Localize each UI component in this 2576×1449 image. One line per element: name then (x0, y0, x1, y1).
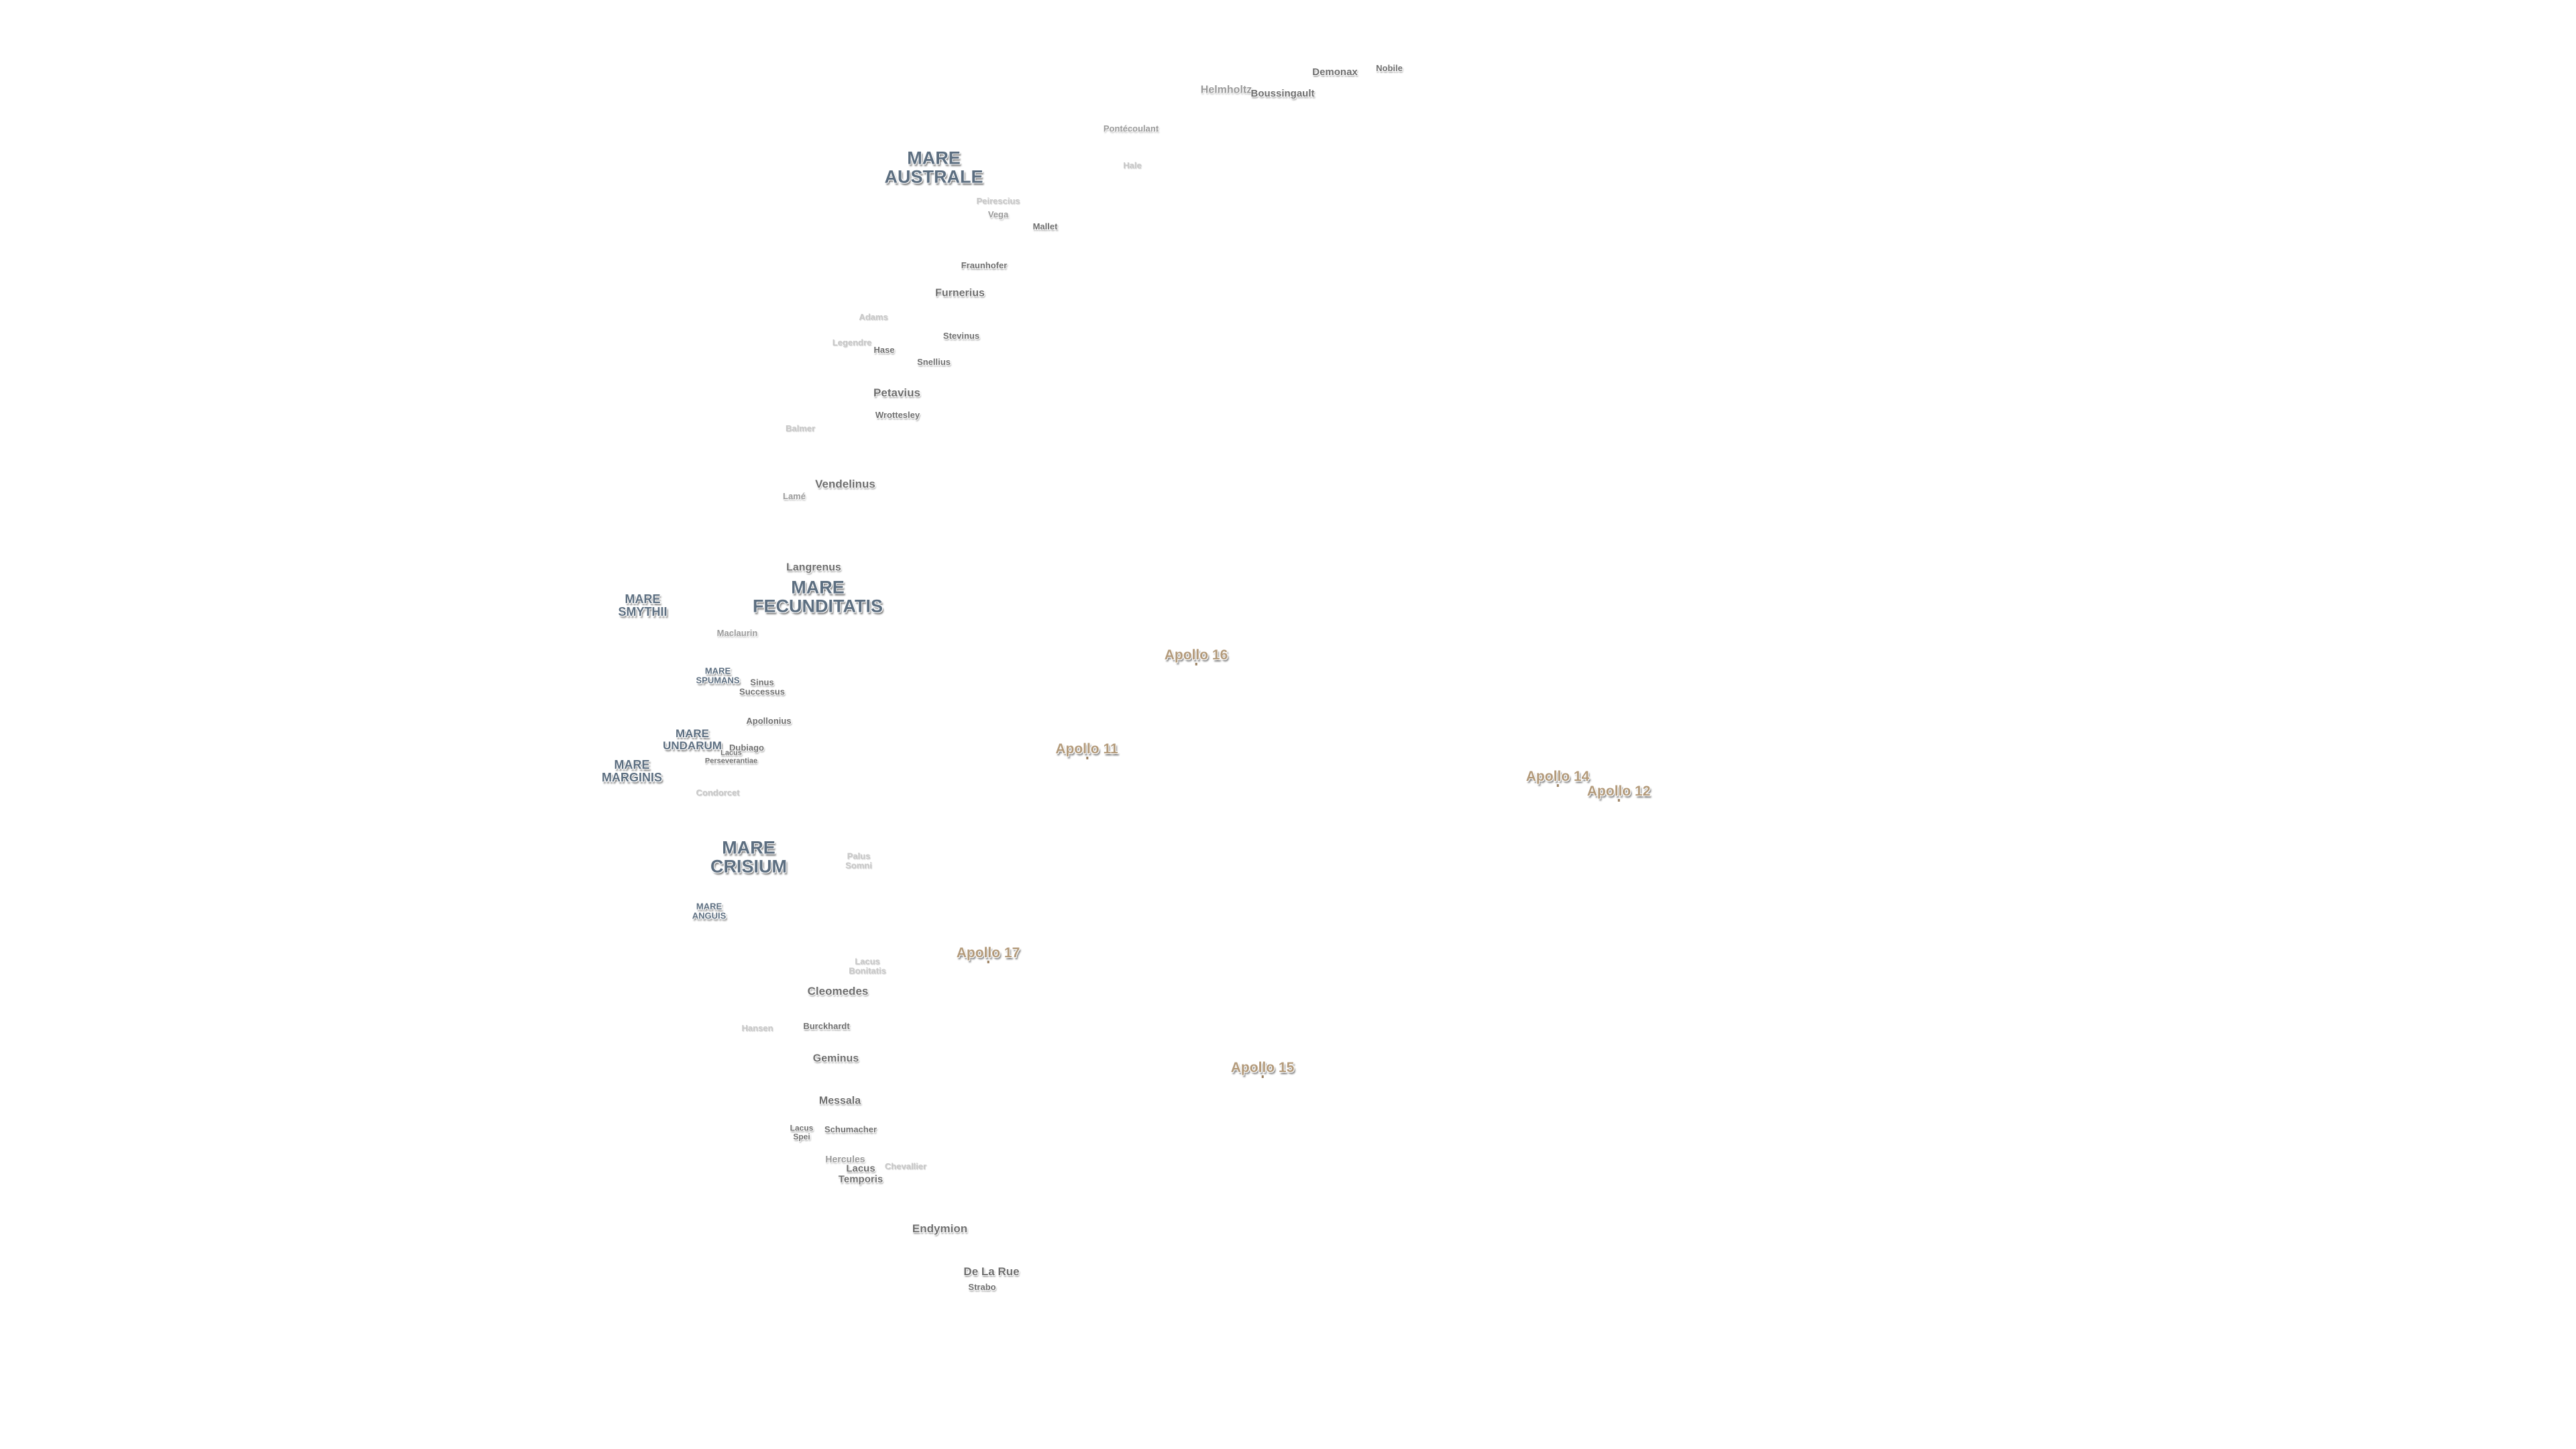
label-schumacher: Schumacher (824, 1124, 877, 1135)
label-palus-somni: Palus Somni (845, 851, 872, 870)
label-petavius: Petavius (873, 386, 920, 400)
label-lacus-spei: Lacus Spei (790, 1123, 814, 1141)
label-lacus-bonitatis: Lacus Bonitatis (849, 956, 886, 975)
label-mare-crisium: MARE CRISIUM (710, 837, 787, 877)
label-dubiago: Dubiago (729, 743, 764, 753)
label-snellius: Snellius (917, 357, 951, 368)
label-langrenus: Langrenus (786, 561, 841, 574)
label-apollo-17[interactable]: Apollo 17 (956, 945, 1020, 964)
label-chevallier: Chevallier (884, 1161, 927, 1172)
label-strabo: Strabo (968, 1282, 996, 1293)
label-apollo-11[interactable]: Apollo 11 (1055, 741, 1118, 760)
label-mare-smythii: MARE SMYTHII (618, 592, 667, 619)
label-peirescius: Peirescius (976, 196, 1020, 207)
label-mare-undarum: MARE UNDARUM (663, 727, 722, 752)
label-apollo-16[interactable]: Apollo 16 (1164, 647, 1228, 666)
label-apollo-14[interactable]: Apollo 14 (1525, 768, 1590, 788)
label-lame: Lamé (783, 491, 806, 502)
label-lacus-temporis: Lacus Temporis (838, 1163, 883, 1185)
label-stevinus: Stevinus (943, 331, 980, 341)
label-messala: Messala (818, 1095, 861, 1107)
label-hase: Hase (873, 345, 895, 356)
label-mare-fecunditatis: MARE FECUNDITATIS (753, 577, 883, 616)
label-wrottesley: Wrottesley (875, 410, 920, 421)
label-condorcet: Condorcet (696, 788, 740, 798)
label-lacus-perseverantiae: Lacus Perseverantiae (704, 749, 758, 765)
label-furnerius: Furnerius (935, 287, 985, 299)
label-helmholtz: Helmholtz (1200, 84, 1252, 96)
label-hale: Hale (1123, 160, 1142, 171)
label-nobile: Nobile (1376, 63, 1403, 74)
label-mare-marginis: MARE MARGINIS (602, 758, 662, 784)
label-geminus: Geminus (812, 1053, 859, 1065)
label-boussingault: Boussingault (1250, 88, 1315, 100)
label-hansen: Hansen (741, 1023, 773, 1034)
label-balmer: Balmer (785, 423, 816, 434)
label-vega: Vega (987, 209, 1009, 220)
label-demonax: Demonax (1312, 66, 1358, 78)
label-mare-australe: MARE AUSTRALE (884, 148, 983, 187)
label-burckhardt: Burckhardt (803, 1021, 850, 1032)
label-mallet: Mallet (1032, 221, 1058, 232)
label-sinus-successus: Sinus Successus (739, 677, 785, 696)
label-maclaurin: Maclaurin (716, 628, 758, 639)
label-vendelinus: Vendelinus (815, 478, 875, 491)
label-adams: Adams (859, 312, 888, 323)
label-apollo-15[interactable]: Apollo 15 (1230, 1059, 1295, 1079)
label-apollo-12[interactable]: Apollo 12 (1587, 783, 1651, 802)
label-mare-anguis: MARE ANGUIS (692, 901, 727, 920)
label-mare-spumans: MARE SPUMANS (696, 665, 740, 685)
label-de-la-rue: De La Rue (963, 1265, 1020, 1279)
label-fraunhofer: Fraunhofer (961, 260, 1008, 271)
label-endymion: Endymion (912, 1222, 968, 1236)
label-apollonius: Apollonius (746, 716, 792, 727)
label-hercules: Hercules (825, 1153, 865, 1165)
label-pontecoulant: Pontécoulant (1103, 123, 1159, 134)
label-cleomedes: Cleomedes (807, 985, 869, 998)
label-legendre: Legendre (832, 337, 872, 348)
